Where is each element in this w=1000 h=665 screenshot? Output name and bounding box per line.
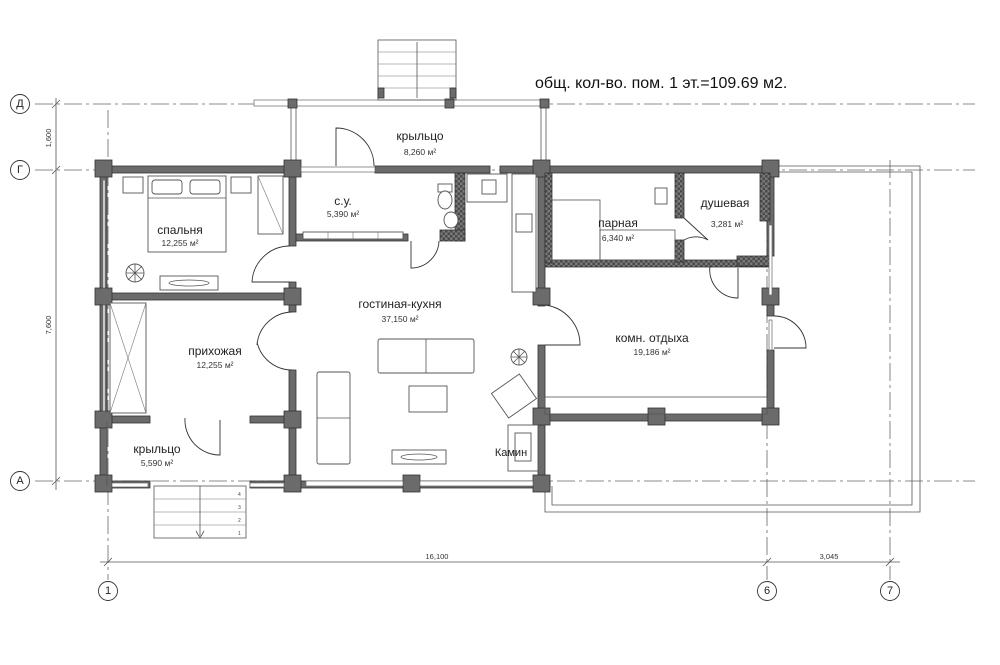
room-name-shower: душевая bbox=[701, 196, 750, 210]
axis-marker-1: 1 bbox=[98, 581, 118, 601]
room-name-porch-bottom: крыльцо bbox=[133, 442, 181, 456]
dimension-main-depth: 7,600 bbox=[44, 316, 53, 335]
axis-marker-g: Г bbox=[10, 160, 30, 180]
svg-text:А: А bbox=[16, 475, 24, 487]
fireplace-label: Камин bbox=[495, 447, 527, 459]
room-name-sauna: парная bbox=[598, 216, 638, 230]
svg-text:6: 6 bbox=[764, 585, 770, 597]
dimension-terrace-width: 3,045 bbox=[820, 552, 839, 561]
svg-text:7: 7 bbox=[887, 585, 893, 597]
axis-marker-6: 6 bbox=[757, 581, 777, 601]
room-name-rest: комн. отдыха bbox=[615, 331, 689, 345]
terrace-outline bbox=[544, 165, 921, 513]
plant-living bbox=[510, 348, 528, 366]
axis-marker-a: А bbox=[10, 471, 30, 491]
bath-cabinets bbox=[302, 231, 404, 240]
dimension-main-width: 16,100 bbox=[426, 552, 449, 561]
room-area-porch-bottom: 5,590 м² bbox=[141, 458, 173, 468]
room-area-porch-top: 8,260 м² bbox=[404, 147, 436, 157]
room-area-hall: 12,255 м² bbox=[196, 360, 233, 370]
stair-step-4: 4 bbox=[238, 492, 241, 498]
svg-text:Д: Д bbox=[16, 98, 24, 110]
room-name-hall: прихожая bbox=[188, 344, 241, 358]
walls bbox=[94, 159, 780, 493]
tv-stand-bedroom bbox=[159, 275, 219, 291]
svg-text:Г: Г bbox=[17, 164, 23, 176]
bottom-porch bbox=[106, 422, 285, 539]
room-name-bathroom: с.у. bbox=[334, 194, 351, 208]
coffee-table bbox=[408, 385, 448, 413]
fireplace-unit bbox=[507, 424, 539, 472]
dimension-lines bbox=[51, 98, 900, 567]
room-name-living: гостиная-кухня bbox=[358, 297, 441, 311]
rest-room-platform bbox=[544, 396, 768, 415]
room-name-bedroom: спальня bbox=[157, 223, 203, 237]
tiled-walls bbox=[439, 172, 771, 267]
sauna-benches bbox=[551, 187, 676, 261]
wardrobe-hall bbox=[109, 302, 147, 414]
room-area-bedroom: 12,255 м² bbox=[161, 238, 198, 248]
tv-stand-living bbox=[391, 449, 447, 465]
dimension-top-depth: 1,600 bbox=[44, 129, 53, 148]
room-area-sauna: 6,340 м² bbox=[602, 233, 634, 243]
bed bbox=[122, 175, 252, 253]
sofa bbox=[377, 338, 475, 374]
stair-step-3: 3 bbox=[238, 505, 241, 511]
doors bbox=[184, 127, 807, 456]
room-area-bathroom: 5,390 м² bbox=[327, 209, 359, 219]
room-name-porch-top: крыльцо bbox=[396, 129, 444, 143]
kitchen-counter bbox=[466, 173, 537, 293]
armchair bbox=[490, 373, 538, 419]
plant-bedroom bbox=[125, 263, 145, 283]
svg-text:1: 1 bbox=[105, 585, 111, 597]
stair-step-1: 1 bbox=[238, 531, 241, 537]
total-area-label: общ. кол-во. пом. 1 эт.=109.69 м2. bbox=[535, 75, 787, 92]
room-area-living: 37,150 м² bbox=[381, 314, 418, 324]
couch-left bbox=[316, 371, 351, 465]
bidet bbox=[443, 211, 459, 229]
axis-marker-7: 7 bbox=[880, 581, 900, 601]
stair-step-2: 2 bbox=[238, 518, 241, 524]
room-area-rest: 19,186 м² bbox=[633, 347, 670, 357]
toilet bbox=[437, 183, 453, 210]
axis-marker-d: Д bbox=[10, 94, 30, 114]
windows bbox=[102, 166, 773, 487]
wardrobe-bedroom bbox=[257, 175, 284, 235]
room-area-shower: 3,281 м² bbox=[711, 219, 743, 229]
top-porch bbox=[253, 39, 550, 165]
